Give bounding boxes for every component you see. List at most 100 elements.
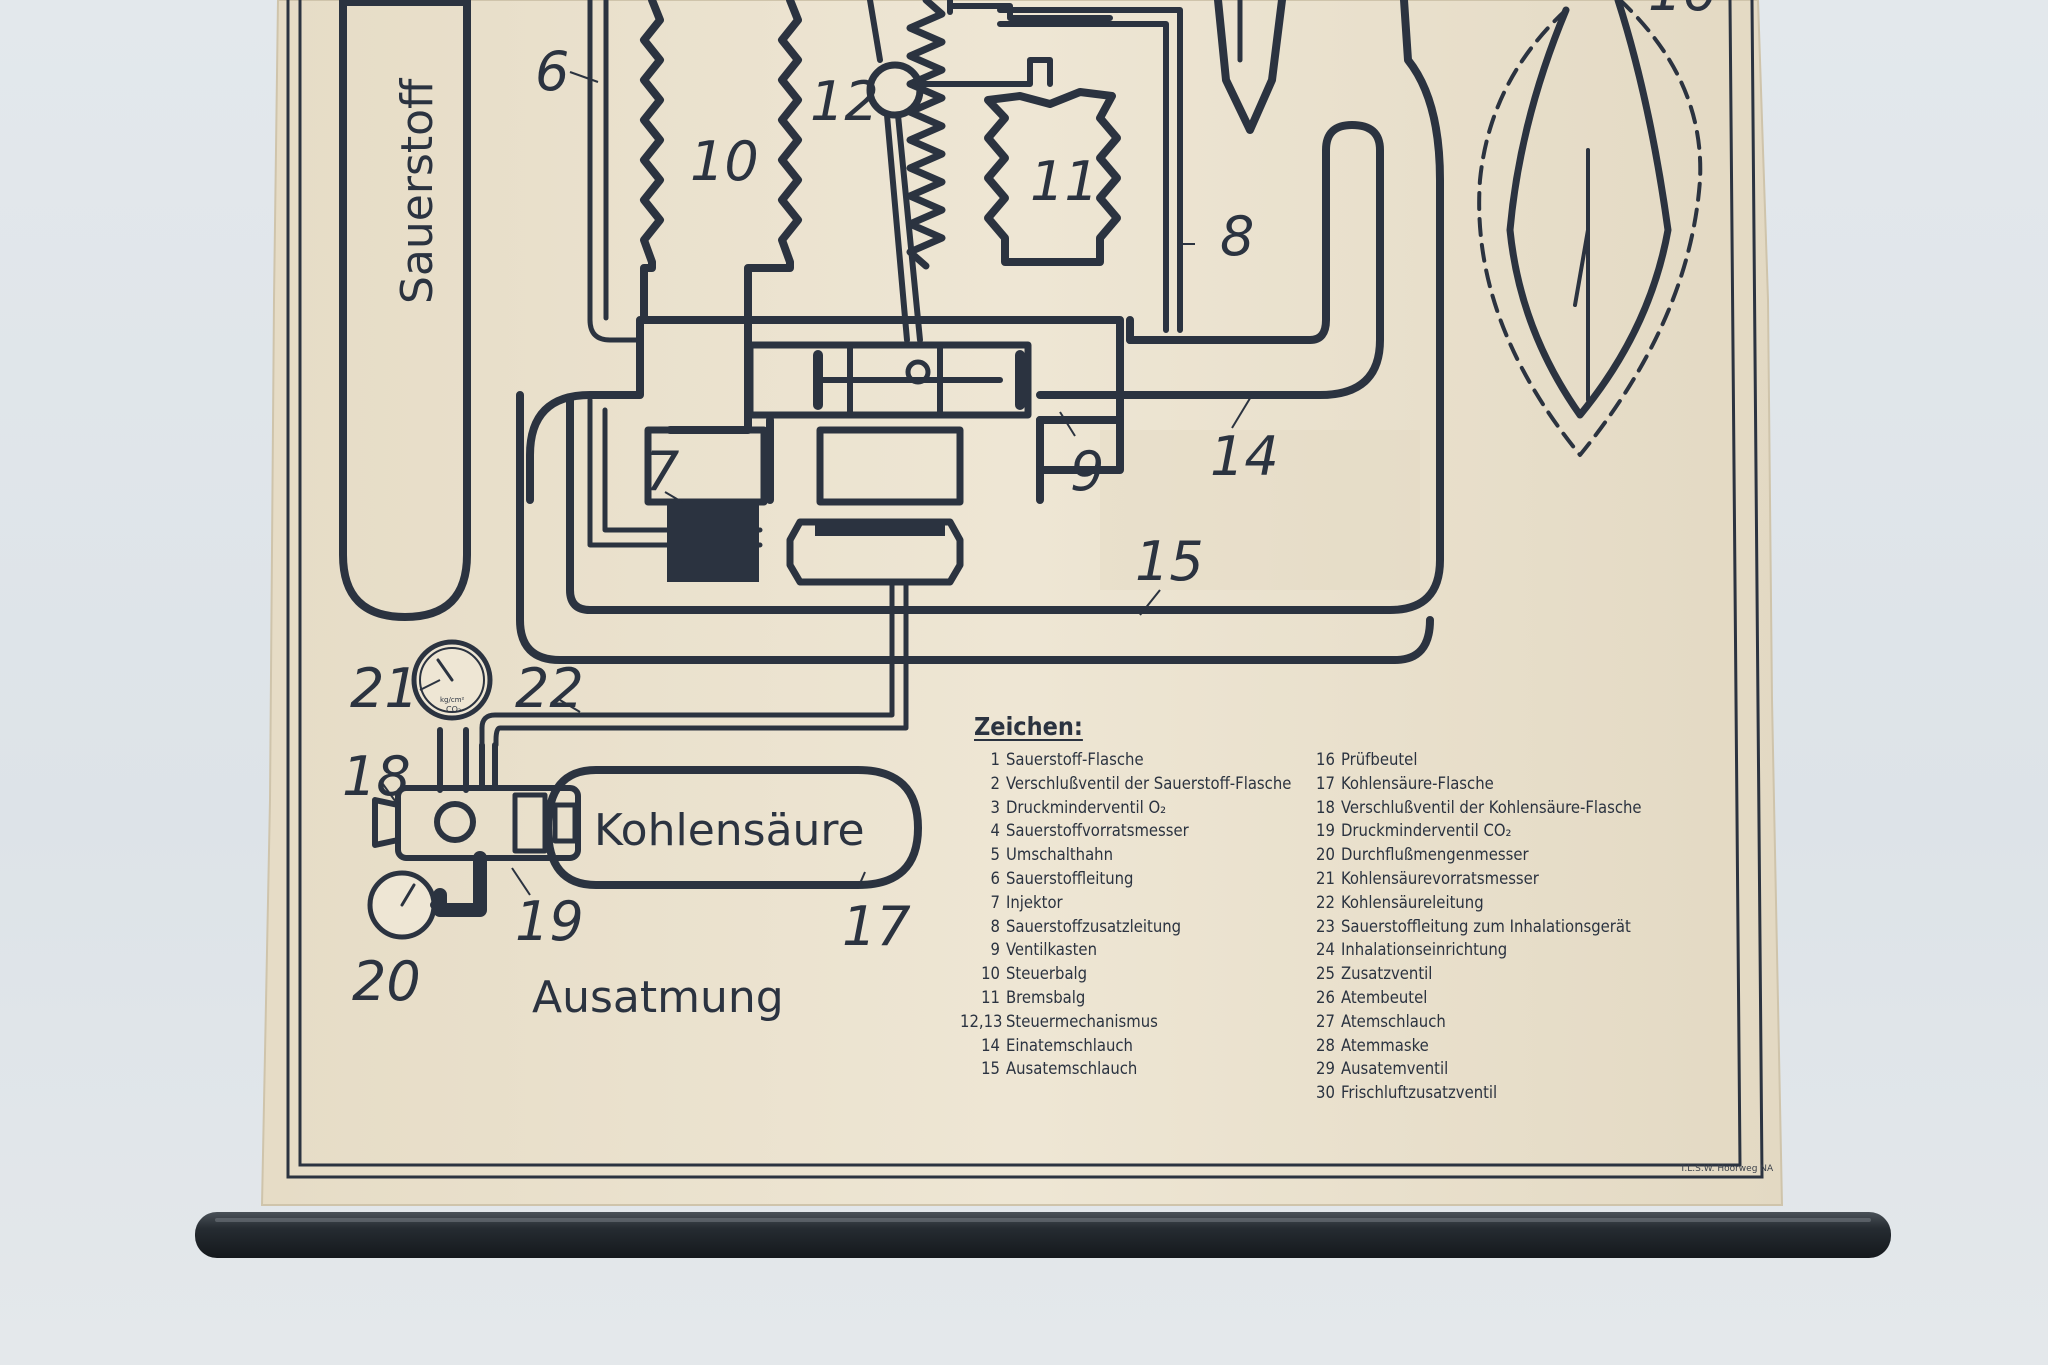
legend-item-number: 25 xyxy=(1316,964,1335,984)
legend-item-number: 11 xyxy=(981,987,1000,1007)
legend-left-column: 1 Sauerstoff-Flasche 2 Verschlußventil der … xyxy=(960,748,1292,1081)
legend-item-text: Verschlußventil der Sauerstoff-Flasche xyxy=(1006,773,1292,793)
brake-bellows-11 xyxy=(984,88,1121,266)
injector-body xyxy=(786,518,964,586)
legend-item: 14 Einatemschlauch xyxy=(960,1034,1290,1058)
legend-item-text: Sauerstoffleitung zum Inhalationsgerät xyxy=(1341,916,1631,936)
legend-item: 26 Atembeutel xyxy=(1316,986,1686,1010)
legend-item-text: Umschalthahn xyxy=(1006,845,1114,865)
legend-item-text: Steuermechanismus xyxy=(1006,1011,1158,1031)
label-sauerstoff: Sauerstoff xyxy=(392,77,443,304)
legend-item-text: Ausatemventil xyxy=(1341,1059,1449,1079)
legend-item-text: Sauerstoffzusatzleitung xyxy=(1006,916,1182,936)
oxygen-line-6 xyxy=(587,0,643,343)
number-18: 18 xyxy=(342,745,411,808)
legend-item: 1 Sauerstoff-Flasche xyxy=(960,748,1290,772)
legend-item-number: 24 xyxy=(1316,940,1335,960)
legend-item-text: Zusatzventil xyxy=(1341,964,1433,984)
legend-item-number: 7 xyxy=(990,892,1000,912)
legend-item-text: Atemschlauch xyxy=(1341,1011,1446,1031)
legend-item: 20 Durchflußmengenmesser xyxy=(1316,843,1686,867)
co2-line-22 xyxy=(479,582,895,748)
legend-item-text: Sauerstoffvorratsmesser xyxy=(1006,821,1189,841)
legend-item-number: 10 xyxy=(981,964,1000,984)
legend-item-number: 22 xyxy=(1316,892,1335,912)
legend-item-number: 23 xyxy=(1316,916,1335,936)
legend-item-number: 26 xyxy=(1316,987,1335,1007)
legend-item-number: 2 xyxy=(990,773,1000,793)
oxygen-cylinder-top xyxy=(343,0,467,6)
exhalation-hose-15 xyxy=(566,396,1384,614)
co2-valve-18 xyxy=(395,785,581,861)
legend-item-text: Druckminderventil O₂ xyxy=(1006,797,1167,817)
number-10: 10 xyxy=(690,130,759,193)
number-11: 11 xyxy=(1030,150,1099,213)
number-14: 14 xyxy=(1210,425,1279,488)
number-9: 9 xyxy=(1070,440,1104,503)
legend-item-text: Frischluftzusatzventil xyxy=(1341,1083,1498,1103)
number-21: 21 xyxy=(350,657,419,720)
number-16: 16 xyxy=(1648,0,1717,23)
legend-item-number: 17 xyxy=(1316,773,1335,793)
test-bag-bottle xyxy=(1376,0,1444,614)
legend-item-number: 4 xyxy=(990,821,1000,841)
legend-item-number: 16 xyxy=(1316,750,1335,769)
legend-item: 30 Frischluftzusatzventil xyxy=(1316,1081,1686,1105)
legend-item-number: 3 xyxy=(990,797,1000,817)
legend-item-text: Kohlensäurevorratsmesser xyxy=(1341,868,1539,888)
legend-item-text: Steuerbalg xyxy=(1006,964,1088,984)
legend-title: Zeichen: xyxy=(974,712,1083,741)
label-ausatmung: Ausatmung xyxy=(532,972,784,1023)
legend-item: 25 Zusatzventil xyxy=(1316,962,1686,986)
legend-item-number: 20 xyxy=(1316,845,1335,865)
number-20: 20 xyxy=(352,950,421,1013)
legend-item-number: 6 xyxy=(990,868,1000,888)
legend-item: 2 Verschlußventil der Sauerstoff-Flasche xyxy=(960,772,1292,796)
number-15: 15 xyxy=(1135,530,1204,593)
hanging-rod xyxy=(195,1212,1891,1258)
label-kohlensaeure: Kohlensäure xyxy=(594,805,865,856)
number-6: 6 xyxy=(535,40,569,103)
co2-cylinder-17 xyxy=(544,766,922,889)
legend-item-text: Verschlußventil der Kohlensäure-Flasche xyxy=(1341,797,1642,817)
publisher-mark: T.L.S.W. Hoorweg NA xyxy=(1680,1164,1774,1174)
legend-item: 9 Ventilkasten xyxy=(960,938,1290,962)
legend-item: 3 Druckminderventil O₂ xyxy=(960,796,1290,820)
legend-item: 16 Prüfbeutel xyxy=(1316,748,1686,772)
legend-item-number: 12,13 xyxy=(960,1011,1003,1031)
legend-item-text: Einatemschlauch xyxy=(1006,1035,1133,1055)
gauge-unit-text: kg/cm² xyxy=(440,696,465,704)
control-bellows-10 xyxy=(640,0,664,324)
legend-item-text: Atemmaske xyxy=(1341,1035,1429,1055)
number-22: 22 xyxy=(515,657,584,720)
legend-item-text: Sauerstoff-Flasche xyxy=(1006,750,1144,769)
legend-item-number: 9 xyxy=(990,940,1000,960)
inner-border xyxy=(298,0,1742,1167)
legend-item: 19 Druckminderventil CO₂ xyxy=(1316,819,1686,843)
test-bag-16 xyxy=(1477,0,1703,457)
legend-item-text: Durchflußmengenmesser xyxy=(1341,845,1529,865)
legend-item-number: 1 xyxy=(990,750,1000,769)
legend-item-number: 14 xyxy=(981,1035,1000,1055)
legend-item: 23 Sauerstoffleitung zum Inhalationsgerät xyxy=(1316,915,1686,939)
legend-item-text: Atembeutel xyxy=(1341,987,1428,1007)
legend-item-text: Prüfbeutel xyxy=(1341,750,1418,769)
legend-item-text: Druckminderventil CO₂ xyxy=(1341,821,1512,841)
control-spring-13 xyxy=(906,0,946,270)
legend-item-text: Ventilkasten xyxy=(1006,940,1097,960)
legend-item-number: 30 xyxy=(1316,1083,1335,1103)
legend-item-number: 19 xyxy=(1316,821,1335,841)
injector-7 xyxy=(667,502,759,582)
valve-box-9 xyxy=(526,316,1124,504)
outer-border xyxy=(286,0,1764,1179)
gauge-co2-text: CO₂ xyxy=(446,705,461,714)
